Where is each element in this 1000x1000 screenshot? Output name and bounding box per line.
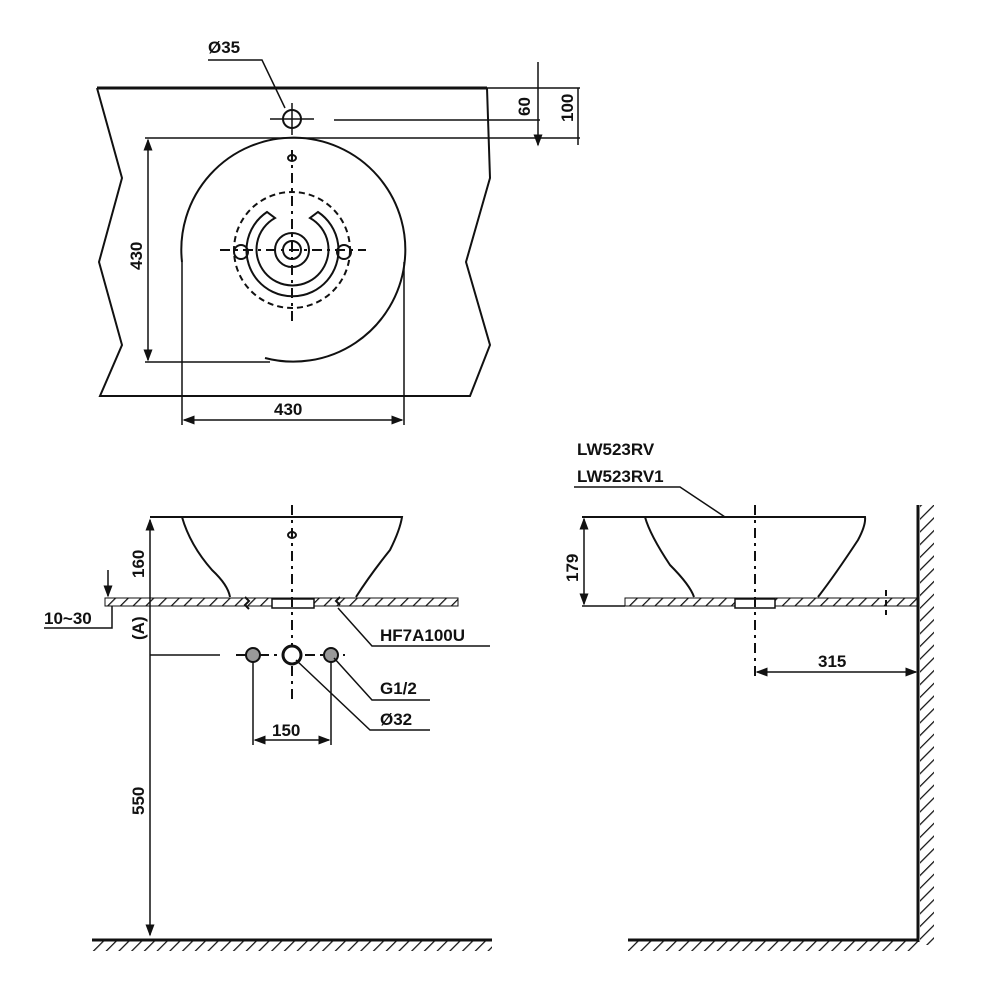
fixing-hole-right-icon xyxy=(336,244,352,260)
front-basin-outline xyxy=(150,516,404,598)
dim-a-label: (A) xyxy=(129,616,148,640)
model-label-1: LW523RV xyxy=(577,440,655,459)
drain-model-label: HF7A100U xyxy=(380,626,465,645)
counter-thickness-label: 10~30 xyxy=(44,609,92,628)
overflow-c-shape xyxy=(245,210,340,298)
basin-depth-label: 430 xyxy=(127,242,146,270)
drain-diameter-label: Ø32 xyxy=(380,710,412,729)
front-floor-hatch xyxy=(92,941,492,951)
fixing-hole-left-icon xyxy=(233,244,249,260)
dim-60-label: 60 xyxy=(515,97,534,116)
side-view: 179 315 LW523RV LW523RV1 xyxy=(563,440,934,951)
model-label-2: LW523RV1 xyxy=(577,467,664,486)
dim-100-label: 100 xyxy=(558,94,577,122)
side-basin-outline xyxy=(582,516,867,598)
wall-hatch xyxy=(920,505,934,945)
basin-width-label: 430 xyxy=(274,400,302,419)
counter-outline xyxy=(96,87,492,397)
drain-height-label: 550 xyxy=(129,787,148,815)
supply-thread-label: G1/2 xyxy=(380,679,417,698)
top-view: Ø35 60 100 430 430 xyxy=(96,38,580,425)
basin-outline xyxy=(180,136,407,363)
supply-left-icon xyxy=(245,647,261,663)
front-view: 160 10~30 (A) 150 HF7A100U G1/2 Ø32 550 xyxy=(44,505,492,951)
side-floor-hatch xyxy=(628,941,918,951)
tap-hole-diameter-label: Ø35 xyxy=(208,38,240,57)
wall-distance-label: 315 xyxy=(818,652,846,671)
supply-spacing-label: 150 xyxy=(272,721,300,740)
side-height-label: 179 xyxy=(563,554,582,582)
front-height-label: 160 xyxy=(129,550,148,578)
